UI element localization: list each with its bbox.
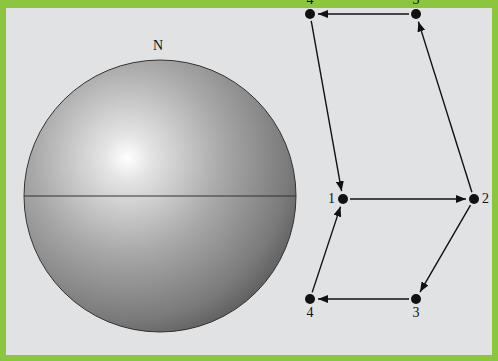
equator-line <box>24 195 296 196</box>
point-number: 4 <box>307 0 314 7</box>
state-point: 2 <box>469 194 479 204</box>
process-arrow <box>420 205 470 292</box>
point-number: 3 <box>413 306 420 320</box>
point-dot <box>305 9 315 19</box>
point-dot <box>411 294 421 304</box>
process-arrow <box>312 207 340 293</box>
point-number: 4 <box>307 306 314 320</box>
point-dot <box>411 9 421 19</box>
process-arrow <box>311 21 341 191</box>
process-arrow <box>418 22 472 193</box>
point-number: 1 <box>328 192 335 206</box>
globe <box>24 60 296 332</box>
point-dot <box>469 194 479 204</box>
state-point: 1 <box>338 194 348 204</box>
state-point: 3 <box>411 9 421 19</box>
state-point: 4 <box>305 294 315 304</box>
state-point: 3 <box>411 294 421 304</box>
point-number: 2 <box>482 192 489 206</box>
state-point: 4 <box>305 9 315 19</box>
pole-label: N <box>153 39 163 53</box>
process-arrow <box>318 13 409 14</box>
point-dot <box>338 194 348 204</box>
point-dot <box>305 294 315 304</box>
point-number: 3 <box>413 0 420 7</box>
process-arrow <box>318 298 409 299</box>
process-arrow <box>350 198 466 199</box>
